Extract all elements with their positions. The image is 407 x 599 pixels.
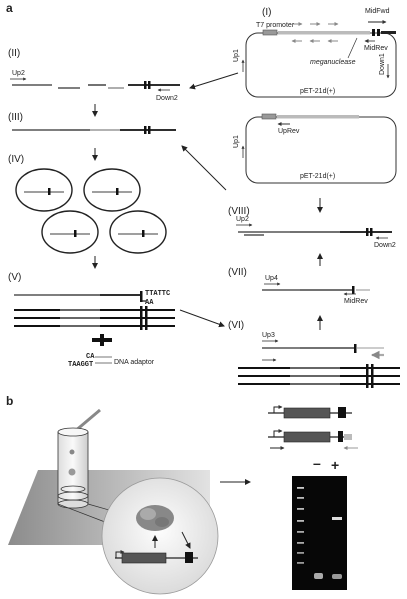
adaptor-bottom: TAAGGT xyxy=(68,361,93,369)
adaptor-top: CA xyxy=(86,353,95,361)
up4-label: Up4 xyxy=(265,275,278,282)
t7-promoter-label: T7 promoter xyxy=(256,22,295,29)
up3-label: Up3 xyxy=(262,332,275,339)
meganuclease-gene xyxy=(278,31,370,35)
arrow-I-to-II xyxy=(189,72,239,90)
step-VII-label: (VII) xyxy=(228,267,247,278)
magnified-view xyxy=(101,477,219,595)
step-VIII-label: (VIII) xyxy=(228,206,250,217)
meganuclease-label: meganuclease xyxy=(310,59,356,66)
step-V-label: (V) xyxy=(8,272,21,283)
midrev-label: MidRev xyxy=(364,45,388,52)
arrow-V-to-VI xyxy=(179,309,225,328)
down2-label: Down2 xyxy=(156,95,178,102)
step-II-label: (II) xyxy=(8,48,20,59)
midrev-label-2: MidRev xyxy=(344,298,368,305)
down1-label: Down1 xyxy=(379,53,386,75)
gel-plus-label: + xyxy=(331,457,339,473)
t7-promoter-box xyxy=(262,29,278,36)
colony-4 xyxy=(109,210,167,254)
gel-band-plus xyxy=(332,517,342,520)
midfwd-label: MidFwd xyxy=(365,8,390,15)
overhang-bottom: AA xyxy=(145,299,154,307)
dna-adaptor-label: DNA adaptor xyxy=(114,359,155,366)
plasmid-I-name: pET-21d(+) xyxy=(300,88,335,95)
panel-b-label: b xyxy=(6,394,13,408)
plus-sign-icon xyxy=(92,334,112,346)
down2-label-2: Down2 xyxy=(374,242,396,249)
gel-minus-label: – xyxy=(313,455,321,471)
reaction-tube xyxy=(57,427,89,509)
gel-ladder xyxy=(297,487,304,564)
panel-a-label: a xyxy=(6,1,13,15)
overhang-top: TTATTC xyxy=(145,290,170,298)
colony-3 xyxy=(41,210,99,254)
step-VI-label: (VI) xyxy=(228,320,244,331)
up1-label-2: Up1 xyxy=(233,135,240,148)
step-I-label: (I) xyxy=(262,7,271,18)
up2-label-2: Up2 xyxy=(236,216,249,223)
step-IV-label: (IV) xyxy=(8,154,24,165)
gel-band-minus xyxy=(314,573,323,579)
plasmid-I-name-2: pET-21d(+) xyxy=(300,173,335,180)
arrow-VIII-to-III xyxy=(181,145,227,191)
uprev-label: UpRev xyxy=(278,128,300,135)
up1-label: Up1 xyxy=(233,49,240,62)
agarose-gel xyxy=(292,476,347,590)
colony-2 xyxy=(83,168,141,212)
colony-1 xyxy=(15,168,73,212)
up2-label: Up2 xyxy=(12,70,25,77)
ribosome-icon xyxy=(136,505,174,531)
step-III-label: (III) xyxy=(8,112,23,123)
